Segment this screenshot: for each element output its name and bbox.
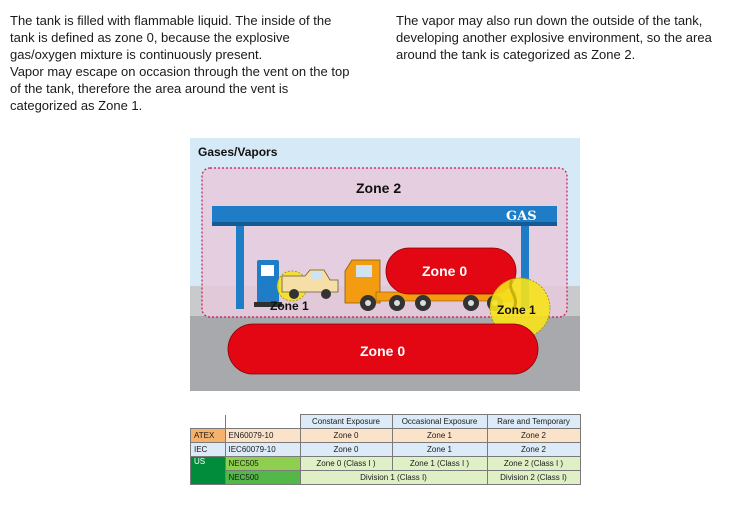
zone-cell: Zone 2 (Class I ) xyxy=(487,457,580,471)
column-header: Occasional Exposure xyxy=(392,415,487,429)
division-cell: Division 2 (Class I) xyxy=(487,471,580,485)
vent-zone1-label: Zone 1 xyxy=(497,303,536,317)
table-header-row: Constant Exposure Occasional Exposure Ra… xyxy=(191,415,581,429)
truck-hubcap xyxy=(468,300,474,306)
left-line: Vapor may escape on occasion through the… xyxy=(10,63,380,80)
zone-cell: Zone 1 xyxy=(392,443,487,457)
truck-hubcap xyxy=(420,300,426,306)
group-cell: IEC xyxy=(191,443,226,457)
truck-tank-zone0-label: Zone 0 xyxy=(422,263,467,279)
truck-hubcap xyxy=(394,300,400,306)
column-header: Rare and Temporary xyxy=(487,415,580,429)
left-line: gas/oxygen mixture is continuously prese… xyxy=(10,46,380,63)
group-cell: ATEX xyxy=(191,429,226,443)
zone-cell: Zone 0 (Class I ) xyxy=(300,457,392,471)
table-row: US NEC505 Zone 0 (Class I ) Zone 1 (Clas… xyxy=(191,457,581,471)
right-line: The vapor may also run down the outside … xyxy=(396,12,741,29)
left-description: The tank is filled with flammable liquid… xyxy=(10,12,380,114)
standard-cell: EN60079-10 xyxy=(225,429,300,443)
car-wheel-front xyxy=(321,289,331,299)
right-line: developing another explosive environment… xyxy=(396,29,741,46)
zone-classification-table: Constant Exposure Occasional Exposure Ra… xyxy=(190,414,581,485)
division-cell: Division 1 (Class I) xyxy=(300,471,487,485)
column-header: Constant Exposure xyxy=(300,415,392,429)
table-row: ATEX EN60079-10 Zone 0 Zone 1 Zone 2 xyxy=(191,429,581,443)
truck-window xyxy=(356,265,372,277)
truck-hubcap xyxy=(365,300,371,306)
left-line: of the tank, therefore the area around t… xyxy=(10,80,380,97)
table-row: NEC500 Division 1 (Class I) Division 2 (… xyxy=(191,471,581,485)
underground-tank-zone0-label: Zone 0 xyxy=(360,343,405,359)
standard-cell: IEC60079-10 xyxy=(225,443,300,457)
pump-zone1-label: Zone 1 xyxy=(270,299,309,313)
gas-sign: GAS xyxy=(506,209,537,224)
table-row: IEC IEC60079-10 Zone 0 Zone 1 Zone 2 xyxy=(191,443,581,457)
zone-cell: Zone 1 xyxy=(392,429,487,443)
zone-cell: Zone 2 xyxy=(487,429,580,443)
car-wheel-rear xyxy=(289,289,299,299)
group-cell: US xyxy=(191,457,226,485)
pump-display xyxy=(261,265,274,276)
zone-cell: Zone 2 xyxy=(487,443,580,457)
zone-cell: Zone 0 xyxy=(300,429,392,443)
canopy-pillar-left xyxy=(236,226,244,309)
zone-cell: Zone 0 xyxy=(300,443,392,457)
zone-cell: Zone 1 (Class I ) xyxy=(392,457,487,471)
gas-station-zone-diagram: Zone 2 Gases/Vapors GAS Zone 1 Zone 0 Zo… xyxy=(190,138,580,391)
right-line: around the tank is categorized as Zone 2… xyxy=(396,46,741,63)
left-line: categorized as Zone 1. xyxy=(10,97,380,114)
car-window xyxy=(312,272,322,279)
diagram-heading: Gases/Vapors xyxy=(198,145,278,159)
header-blank xyxy=(191,415,226,429)
standard-cell: NEC505 xyxy=(225,457,300,471)
left-line: The tank is filled with flammable liquid… xyxy=(10,12,380,29)
left-line: tank is defined as zone 0, because the e… xyxy=(10,29,380,46)
header-blank xyxy=(225,415,300,429)
standard-cell: NEC500 xyxy=(225,471,300,485)
right-description: The vapor may also run down the outside … xyxy=(396,12,741,63)
zone2-label: Zone 2 xyxy=(356,180,401,196)
